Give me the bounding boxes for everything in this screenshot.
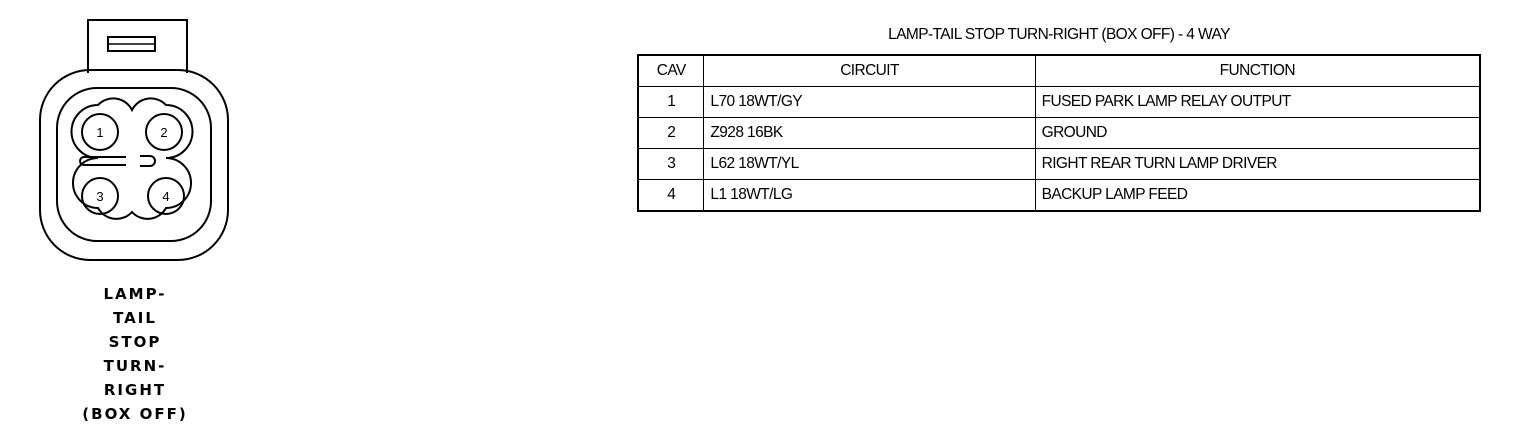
connector-key-notch (140, 155, 156, 167)
header-circuit: CIRCUIT (703, 54, 1036, 87)
cell-function: FUSED PARK LAMP RELAY OUTPUT (1034, 86, 1481, 118)
connector-label-line: RIGHT (103, 381, 167, 399)
pin-3-number: 3 (96, 189, 103, 204)
header-cav: CAV (637, 54, 705, 87)
connector-label-line: LAMP- (103, 285, 167, 303)
cell-circuit: L1 18WT/LG (703, 179, 1036, 212)
cell-circuit: L70 18WT/GY (703, 86, 1036, 118)
table-row: 2 Z928 16BK GROUND (637, 117, 1481, 149)
cell-function: GROUND (1034, 117, 1481, 149)
pin-2-number: 2 (160, 125, 167, 140)
connector-insert (70, 97, 194, 220)
pin-4-number: 4 (162, 189, 169, 204)
pin-4-cavity (147, 177, 185, 215)
cell-cav: 1 (637, 86, 705, 118)
pinout-table: CAV CIRCUIT FUNCTION 1 L70 18WT/GY FUSED… (637, 54, 1481, 212)
connector-label-line: TAIL (113, 309, 157, 327)
pin-1-number: 1 (96, 125, 103, 140)
pin-2-cavity (145, 113, 183, 151)
cell-function: BACKUP LAMP FEED (1034, 179, 1481, 212)
table-header-row: CAV CIRCUIT FUNCTION (637, 54, 1481, 87)
table-title: LAMP-TAIL STOP TURN-RIGHT (BOX OFF) - 4 … (888, 26, 1230, 43)
table-row: 3 L62 18WT/YL RIGHT REAR TURN LAMP DRIVE… (637, 148, 1481, 180)
pin-3-cavity (81, 177, 119, 215)
connector-label-line: (BOX OFF) (82, 405, 188, 423)
pin-1-cavity (81, 113, 119, 151)
connector-label-line: TURN- (103, 357, 167, 375)
cell-cav: 4 (637, 179, 705, 212)
connector-label-line: STOP (108, 333, 162, 351)
header-function: FUNCTION (1034, 54, 1481, 87)
cell-function: RIGHT REAR TURN LAMP DRIVER (1034, 148, 1481, 180)
cell-cav: 2 (637, 117, 705, 149)
connector-housing (39, 69, 229, 261)
cell-circuit: Z928 16BK (703, 117, 1036, 149)
connector-lock-tab (87, 19, 188, 73)
table-row: 4 L1 18WT/LG BACKUP LAMP FEED (637, 179, 1481, 212)
connector-shroud (56, 87, 212, 242)
connector-diagram: 1 2 3 4 (39, 19, 229, 261)
connector-label: LAMP- TAIL STOP TURN- RIGHT (BOX OFF) (60, 282, 210, 426)
cell-cav: 3 (637, 148, 705, 180)
table-row: 1 L70 18WT/GY FUSED PARK LAMP RELAY OUTP… (637, 86, 1481, 118)
cell-circuit: L62 18WT/YL (703, 148, 1036, 180)
connector-key-slot (79, 156, 126, 166)
